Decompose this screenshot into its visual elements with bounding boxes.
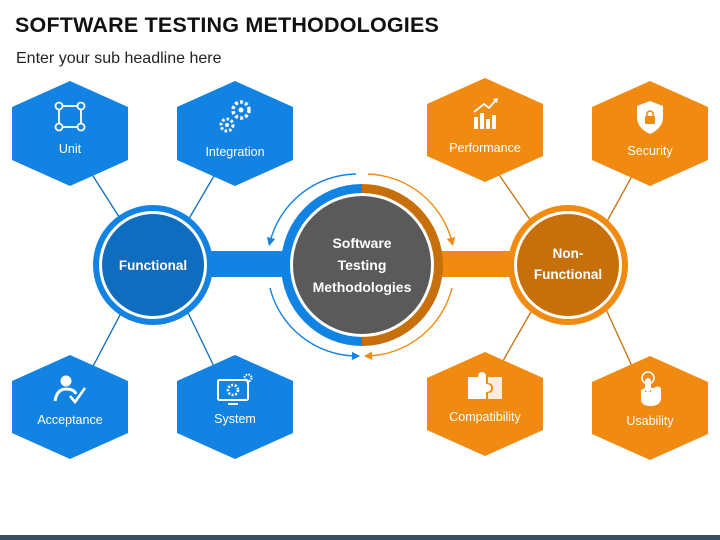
nodes-network-icon [54,101,86,132]
user-check-icon [53,375,87,405]
gears-icon [219,100,251,133]
bar-chart-growth-icon [473,98,498,129]
center-label-line-3: Methodologies [313,279,412,295]
center-arcs [266,173,456,361]
center-circle: Software Testing Methodologies [281,184,443,346]
functional-hub-label: Functional [119,258,187,273]
center-label-line-2: Testing [338,257,387,273]
shield-lock-icon [637,101,663,134]
functional-bar [205,251,295,277]
hex-unit-label: Unit [59,142,82,156]
hex-usability-label: Usability [626,414,674,428]
hex-integration: Integration [177,81,293,186]
hex-performance: Performance [427,78,543,182]
hex-performance-label: Performance [449,141,521,155]
hex-compatibility-label: Compatibility [449,410,521,424]
puzzle-icon [468,372,502,399]
hex-acceptance-label: Acceptance [37,413,102,427]
hex-acceptance: Acceptance [12,355,128,459]
center-label-line-1: Software [332,235,391,251]
page-title: SOFTWARE TESTING METHODOLOGIES [15,13,440,37]
hex-system-label: System [214,412,256,426]
hex-security: Security [592,81,708,186]
hex-integration-label: Integration [205,145,264,159]
non-functional-hub: Non- Functional [508,205,628,325]
hex-compatibility: Compatibility [427,352,543,456]
non-functional-hub-label-line-2: Functional [534,267,602,282]
page-subtitle: Enter your sub headline here [16,50,222,67]
footer-bar [0,535,720,540]
non-functional-bar [430,251,520,277]
hex-usability: Usability [592,356,708,460]
non-functional-hub-label-line-1: Non- [553,246,584,261]
hand-touch-icon [641,371,661,406]
hex-security-label: Security [627,144,673,158]
functional-hub: Functional [93,205,213,325]
monitor-gear-icon [217,373,253,405]
hex-unit: Unit [12,81,128,186]
hex-system: System [177,355,293,459]
